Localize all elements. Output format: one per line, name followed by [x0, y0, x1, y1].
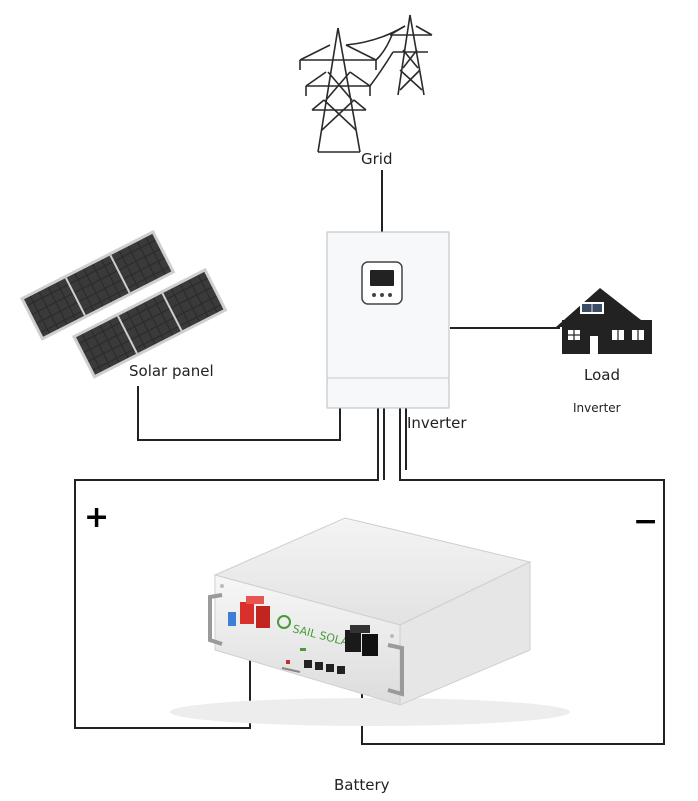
battery-handle-right: [387, 643, 404, 697]
inverter-label-small: Inverter: [573, 401, 621, 415]
wire-solar-inverter: [137, 386, 341, 441]
negative-sign: −: [633, 504, 659, 539]
load-label: Load: [584, 366, 620, 384]
inverter-label-main: Inverter: [407, 414, 467, 432]
wire-negative: [361, 408, 665, 745]
battery-label: Battery: [334, 776, 390, 794]
power-tower-icon: [299, 14, 433, 153]
battery-unit: SAIL SOLAR: [170, 517, 570, 726]
house-icon: [556, 288, 652, 354]
solar-panel-label: Solar panel: [129, 362, 214, 380]
power-tower-small: [389, 14, 433, 96]
inverter-unit: [326, 231, 450, 409]
inverter-display-icon: [361, 261, 403, 305]
battery-negative-terminal: [345, 625, 378, 656]
grid-label: Grid: [361, 150, 393, 168]
positive-sign: +: [84, 500, 110, 535]
battery-breaker-icon: [228, 612, 236, 626]
battery-handle-left: [208, 593, 223, 646]
power-tower-large: [299, 27, 377, 153]
battery-positive-terminal: [240, 596, 270, 628]
solar-panel-icon: [20, 229, 228, 379]
battery-ports: [281, 648, 345, 674]
